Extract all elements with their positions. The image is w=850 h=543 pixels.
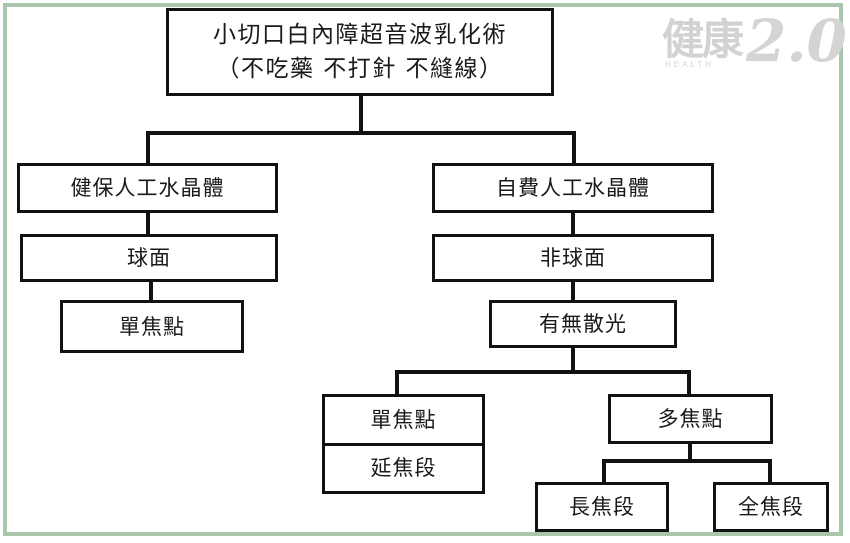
connector-to-self-lens xyxy=(572,131,576,165)
node-spherical-label: 球面 xyxy=(127,246,171,270)
node-self-pay-lens-label: 自費人工水晶體 xyxy=(496,176,650,200)
node-long-focus[interactable]: 長焦段 xyxy=(535,482,669,532)
health-2-0-logo: 健康 HEALTH 2.0 xyxy=(662,10,847,76)
node-monofocal-left-label: 單焦點 xyxy=(119,314,185,339)
connector-level3-bar xyxy=(395,370,691,374)
node-monofocal-edof-group[interactable]: 單焦點 延焦段 xyxy=(322,394,485,494)
node-monofocal-left[interactable]: 單焦點 xyxy=(60,300,244,353)
node-aspheric-label: 非球面 xyxy=(540,246,606,270)
connector-to-full-focus xyxy=(768,459,772,484)
node-nhi-lens[interactable]: 健保人工水晶體 xyxy=(17,163,278,213)
connector-multifocal-down xyxy=(688,441,692,463)
node-aspheric[interactable]: 非球面 xyxy=(432,234,714,282)
node-edof-label: 延焦段 xyxy=(370,456,437,481)
node-root-procedure[interactable]: 小切口白內障超音波乳化術 （不吃藥 不打針 不縫線） xyxy=(166,8,554,96)
node-astigmatism[interactable]: 有無散光 xyxy=(489,300,677,348)
node-full-focus-label: 全焦段 xyxy=(738,495,804,519)
node-long-focus-label: 長焦段 xyxy=(569,495,635,519)
connector-spherical-to-mono xyxy=(149,279,153,302)
node-root-line2: （不吃藥 不打針 不縫線） xyxy=(216,56,504,82)
node-monofocal-right-label: 單焦點 xyxy=(370,407,437,432)
node-self-pay-lens[interactable]: 自費人工水晶體 xyxy=(432,163,714,213)
logo-version-number: 2.0 xyxy=(746,7,847,75)
connector-nhi-to-spherical xyxy=(146,209,150,236)
connector-aspheric-to-astigmatism xyxy=(571,279,575,302)
connector-to-long-focus xyxy=(602,459,606,484)
node-edof[interactable]: 延焦段 xyxy=(325,442,482,492)
connector-self-to-aspheric xyxy=(571,209,575,236)
node-multifocal[interactable]: 多焦點 xyxy=(608,394,773,444)
node-nhi-lens-label: 健保人工水晶體 xyxy=(70,176,225,200)
node-monofocal-right[interactable]: 單焦點 xyxy=(325,397,482,443)
node-root-line1: 小切口白內障超音波乳化術 xyxy=(213,22,507,48)
connector-level1-bar xyxy=(148,131,576,135)
logo-chinese-text: 健康 xyxy=(662,15,744,64)
connector-to-nhi-lens xyxy=(146,131,150,165)
connector-to-multifocal xyxy=(687,370,691,396)
node-multifocal-label: 多焦點 xyxy=(657,407,724,431)
connector-to-mono-right xyxy=(395,370,399,396)
node-astigmatism-label: 有無散光 xyxy=(539,312,627,336)
connector-root-down xyxy=(359,95,363,133)
logo-english-text: HEALTH xyxy=(665,60,714,69)
node-spherical[interactable]: 球面 xyxy=(20,234,278,282)
connector-level4-bar xyxy=(602,459,772,463)
node-full-focus[interactable]: 全焦段 xyxy=(713,482,829,532)
connector-astigmatism-down xyxy=(571,346,575,374)
